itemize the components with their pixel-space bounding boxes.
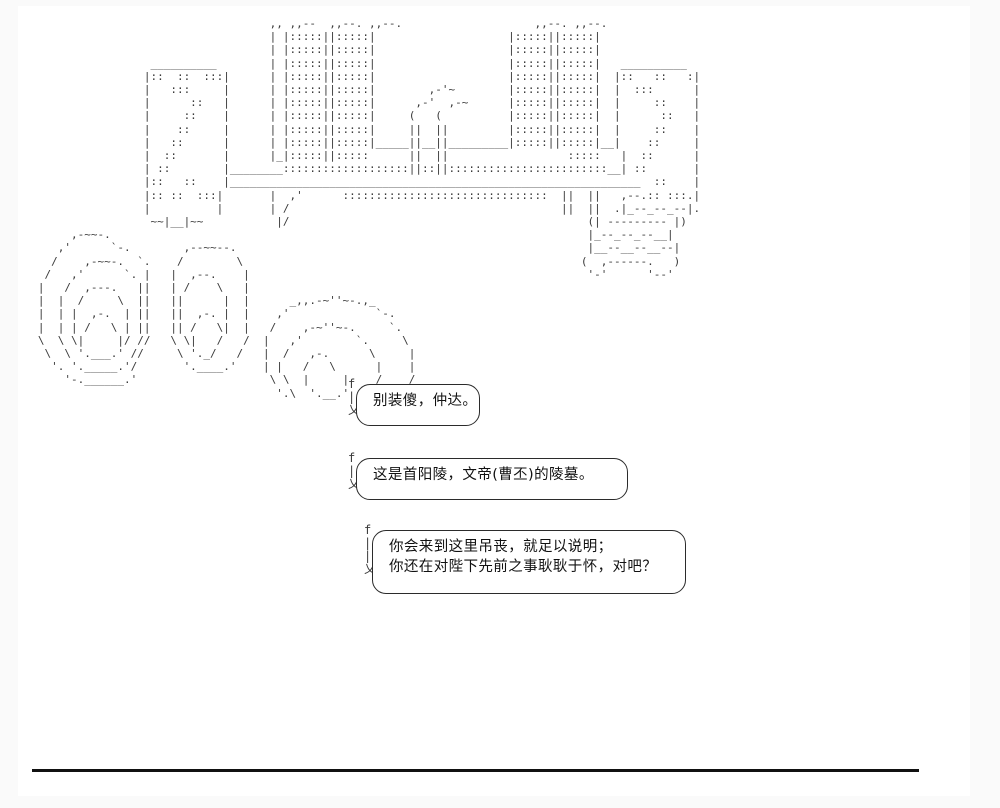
speech-bubble-dont-play-dumb: 别装傻，仲达。 (356, 384, 480, 426)
speech-bubble-2-line-1: 这是首阳陵，文帝(曹丕)的陵墓。 (373, 467, 594, 483)
content-sheet: ,, ,,-- ,,--. ,,--. ,,--. ,,--. | |:::::… (18, 6, 970, 796)
speech-bubble-1-line-1: 别装傻，仲达。 (373, 393, 478, 409)
bottom-divider (32, 769, 919, 772)
speech-bubble-3-line-2: 你还在对陛下先前之事耿耿于怀，对吧？ (389, 559, 658, 575)
speech-bubble-mourning-question: 你会来到这里吊丧，就足以说明； 你还在对陛下先前之事耿耿于怀，对吧？ (372, 530, 686, 594)
speech-bubble-shouyang-tomb: 这是首阳陵，文帝(曹丕)的陵墓。 (356, 458, 628, 500)
speech-bubble-3-line-1: 你会来到这里吊丧，就足以说明； (389, 539, 613, 555)
ascii-art-scene: ,, ,,-- ,,--. ,,--. ,,--. ,,--. | |:::::… (37, 17, 701, 400)
